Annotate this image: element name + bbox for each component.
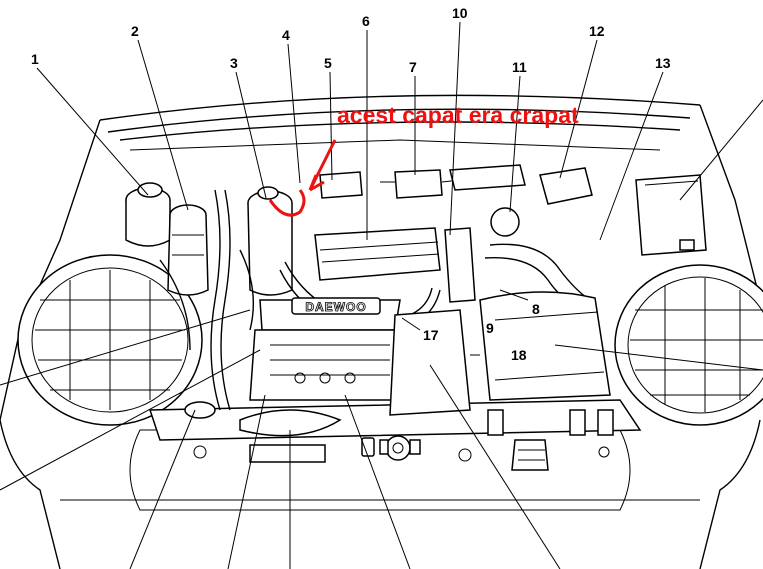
callout-10: 10	[452, 5, 468, 21]
engine-brand-plate	[291, 297, 381, 315]
crack-marker	[268, 139, 337, 217]
callout-1: 1	[31, 51, 39, 67]
callout-12: 12	[589, 23, 605, 39]
front-panel	[148, 399, 642, 471]
oil-cap	[184, 401, 216, 419]
left-headlamp	[17, 254, 203, 426]
callout-13: 13	[655, 55, 671, 71]
callout-17: 17	[423, 327, 439, 343]
callout-labels: 1 2 3 4 5 6 7 8 9 10 11 12 13 17 18	[31, 5, 671, 363]
callout-7: 7	[409, 59, 417, 75]
battery	[635, 174, 707, 256]
callout-4: 4	[282, 27, 290, 43]
engine-brand-text: DAEWOO	[305, 300, 366, 314]
callout-3: 3	[230, 55, 238, 71]
air-filter-box	[389, 291, 614, 436]
callout-5: 5	[324, 55, 332, 71]
leader-lines	[0, 21, 763, 569]
callout-18: 18	[511, 347, 527, 363]
annotation-text: acest capat era crapat	[337, 102, 579, 128]
top-components	[319, 164, 593, 303]
callout-11: 11	[512, 59, 527, 75]
callout-2: 2	[131, 23, 139, 39]
callout-9: 9	[486, 320, 494, 336]
callout-8: 8	[532, 301, 540, 317]
clutch-reservoir	[167, 204, 209, 296]
brake-fluid-reservoir	[125, 182, 171, 247]
right-headlamp	[614, 264, 763, 426]
callout-6: 6	[362, 13, 370, 29]
